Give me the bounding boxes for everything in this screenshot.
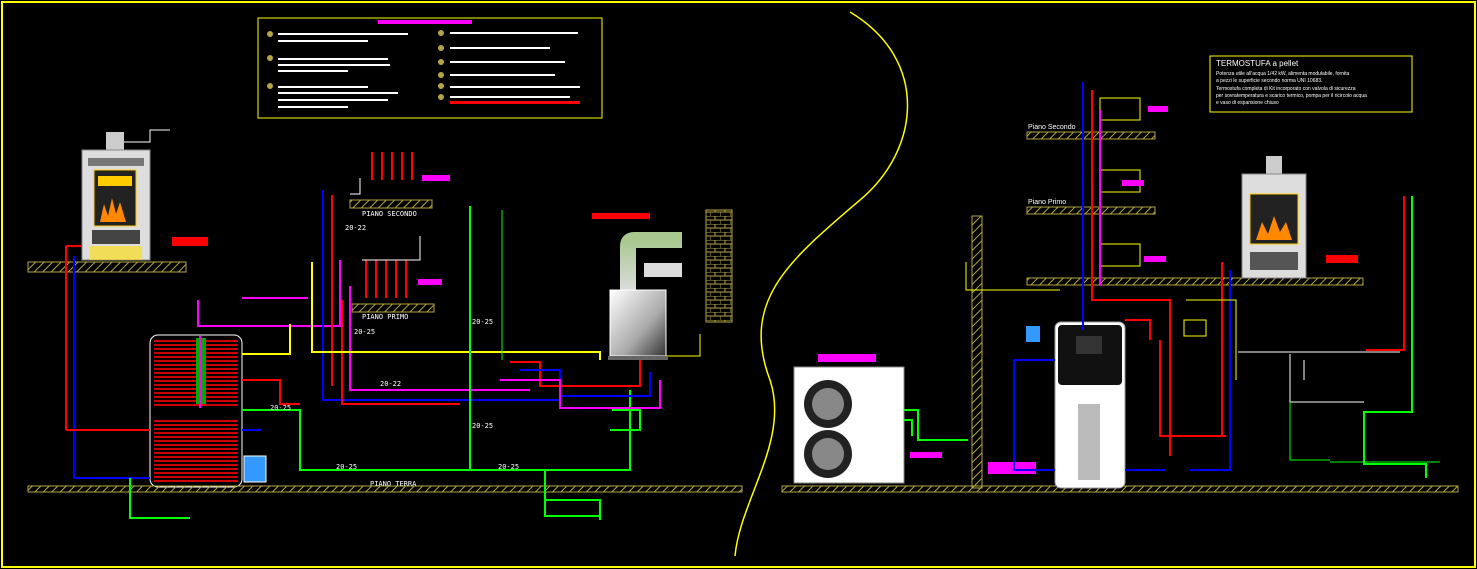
pipe-tag: 20-25 xyxy=(472,422,494,430)
stove-note-line: Potenza utile all'acqua 1/42 kW, aliment… xyxy=(1216,71,1350,77)
right-wall xyxy=(971,215,983,489)
floor-label-first: PIANO PRIMO xyxy=(362,313,409,321)
pipe-tag: 20-22 xyxy=(345,224,367,232)
brick-wall xyxy=(705,209,733,323)
stove-note-line: e vaso di espansione chiuso xyxy=(1216,100,1279,106)
magenta-tag-1 xyxy=(418,279,442,285)
red-tag-right xyxy=(1326,255,1358,263)
heat-pump-fan-icon xyxy=(793,366,905,484)
stove-note-box xyxy=(1209,55,1413,113)
magenta-tag-2 xyxy=(422,175,450,181)
right-ground-shelf xyxy=(1026,277,1364,286)
roof-tag xyxy=(592,213,650,219)
magenta-tag-hp2 xyxy=(910,452,942,458)
stove-note-line: per sovratemperatura e scarico termico, … xyxy=(1216,93,1367,99)
pipe-tag: 20-25 xyxy=(336,463,358,471)
pipe-tag: 20-25 xyxy=(354,328,376,336)
floor-label-ground: PIANO TERRA xyxy=(370,480,417,488)
stove-note-title: TERMOSTUFA a pellet xyxy=(1216,59,1299,68)
first-floor-slab xyxy=(351,303,435,313)
magenta-tag-hp xyxy=(818,354,876,362)
yellow-controller xyxy=(1183,319,1207,337)
stove-shelf xyxy=(27,261,187,273)
break-line xyxy=(734,11,909,557)
wall-boiler-icon xyxy=(608,232,682,360)
blue-pump-left xyxy=(1026,326,1040,342)
floor-label-second: PIANO SECONDO xyxy=(362,210,417,218)
stove-note-line: a pezzi le superficie secondo norma UNI … xyxy=(1216,78,1323,84)
second-floor-slab xyxy=(349,199,433,209)
storage-tank-icon xyxy=(149,334,267,488)
floor-label-right-first: Piano Primo xyxy=(1028,199,1067,206)
floor-label-right-second: Piano Secondo xyxy=(1028,124,1076,131)
pellet-stove-icon xyxy=(81,129,170,261)
pipe-tag: 20-22 xyxy=(380,380,402,388)
red-tag xyxy=(172,237,208,246)
pipe-tag: 20-25 xyxy=(498,463,520,471)
magenta-tag-hp3 xyxy=(988,462,1036,474)
legend-box xyxy=(257,17,603,119)
right-pellet-stove-icon xyxy=(1241,156,1307,279)
ground-floor-slab xyxy=(27,485,743,493)
pipe-tag: 20-25 xyxy=(472,318,494,326)
stove-note-line: Termostufa completa di Kit incorporato c… xyxy=(1216,86,1356,92)
pipe-tag: 20-25 xyxy=(270,404,292,412)
heat-pump-water-heater-icon xyxy=(1054,321,1126,489)
